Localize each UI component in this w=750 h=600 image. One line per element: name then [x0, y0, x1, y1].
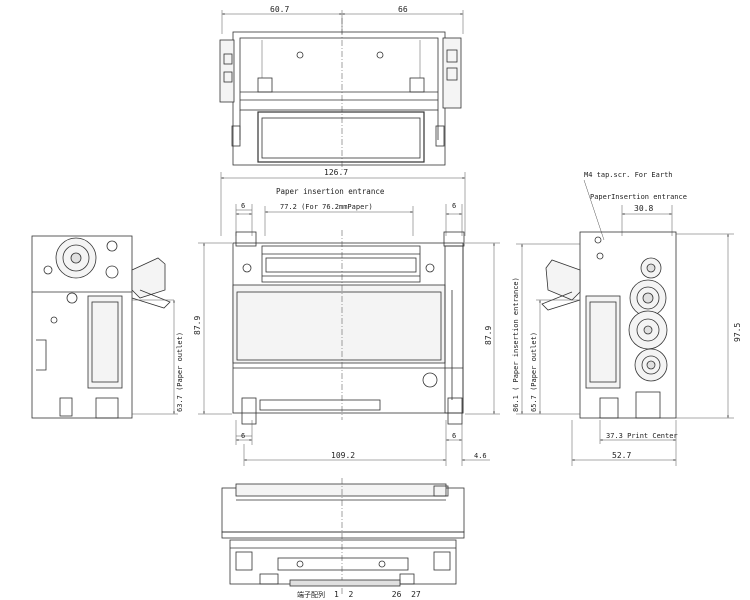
- top-dim-left: 60.7: [270, 5, 289, 14]
- front-dim-side-left: 6: [241, 202, 245, 210]
- terminal-label: 端子配列: [297, 590, 325, 599]
- right-print-center: 37.3 Print Center: [606, 432, 678, 440]
- right-view: M4 tap.scr. For Earth PaperInsertion ent…: [512, 171, 742, 466]
- front-dim-offset: 4.6: [474, 452, 487, 460]
- right-dim-entrance: 30.8: [634, 204, 653, 213]
- front-dim-height-right: 87.9: [484, 326, 493, 345]
- right-paper-insertion-vertical: 86.1 ( Paper insertion entrance): [512, 277, 520, 412]
- top-view: 60.7 66: [219, 5, 464, 170]
- front-paper-insertion-label: Paper insertion entrance: [276, 187, 385, 196]
- left-view: 63.7 (Paper outlet): [31, 235, 184, 419]
- right-earth-note: M4 tap.scr. For Earth: [584, 171, 673, 179]
- right-paper-insertion-label: PaperInsertion entrance: [590, 193, 687, 201]
- front-dim-width: 126.7: [324, 168, 348, 177]
- front-dim-bottom-right: 6: [452, 432, 456, 440]
- terminal-numbers: 1 2 26 27: [334, 590, 421, 599]
- front-view: 126.7 Paper insertion entrance 77.2 (For…: [193, 168, 500, 466]
- front-paper-width: 77.2 (For 76.2mmPaper): [280, 203, 373, 211]
- front-dim-side-right: 6: [452, 202, 456, 210]
- front-dim-height-left: 87.9: [193, 316, 202, 335]
- right-dim-height: 97.5: [733, 323, 742, 342]
- front-dim-bottom-left: 6: [241, 432, 245, 440]
- bottom-view: 端子配列 1 2 26 27: [221, 478, 465, 599]
- right-dim-width: 52.7: [612, 451, 631, 460]
- left-paper-outlet: 63.7 (Paper outlet): [176, 332, 184, 412]
- right-paper-outlet: 65.7 (Paper outlet): [530, 332, 538, 412]
- top-dim-right: 66: [398, 5, 408, 14]
- front-dim-base: 109.2: [331, 451, 355, 460]
